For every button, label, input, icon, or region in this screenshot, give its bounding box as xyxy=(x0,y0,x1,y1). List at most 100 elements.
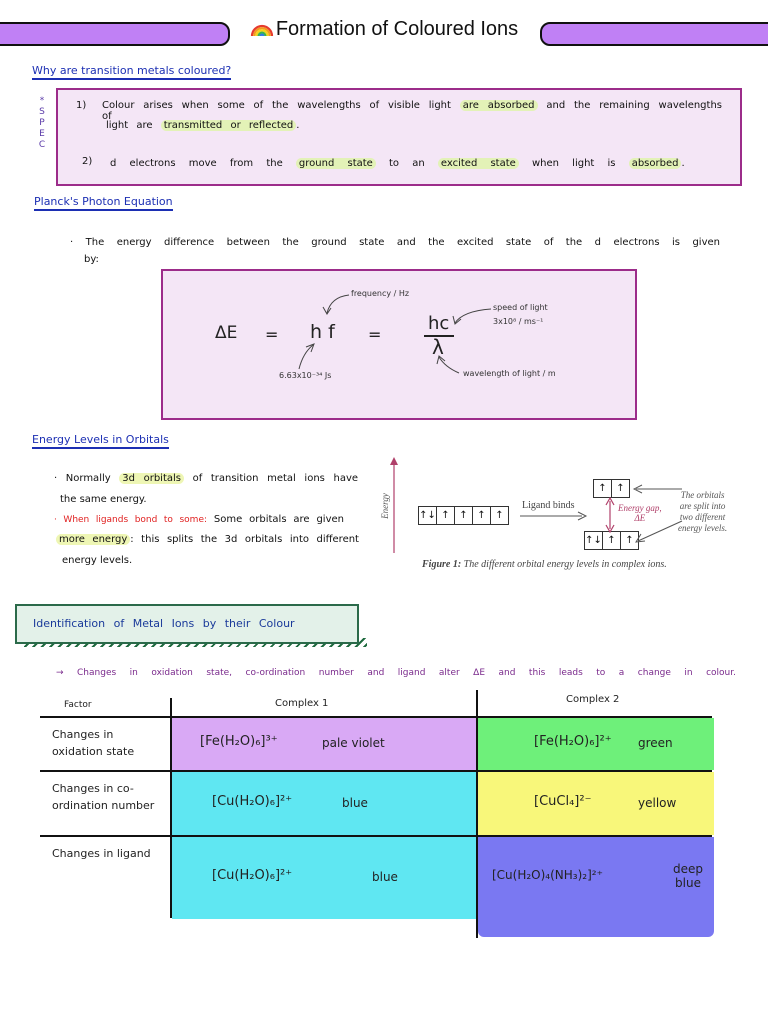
orbital-box: ↑↓ xyxy=(418,506,437,525)
energy-axis-label: Energy xyxy=(379,493,390,519)
orbital-box: ↑ xyxy=(612,479,630,498)
spec-letter: S xyxy=(39,107,45,117)
highlight-absorbed: absorbed xyxy=(628,158,682,169)
figure-caption: Figure 1: The different orbital energy l… xyxy=(422,559,667,570)
table-header-complex-1: Complex 1 xyxy=(275,698,329,709)
levels-bullet-2-line-2: more energy: this splits the 3d orbitals… xyxy=(56,534,359,545)
table-factor-cell: Changes in oxidation state xyxy=(52,728,135,758)
orbital-box: ↑↓ xyxy=(584,531,603,550)
table-line xyxy=(40,770,712,772)
levels-b2-text-c: : this splits the 3d orbitals into diffe… xyxy=(130,534,359,545)
rainbow-icon xyxy=(250,24,273,36)
planck-equation-box: ΔE = h f = hc λ frequency / Hz 6.63x10⁻³… xyxy=(161,269,637,420)
table-line xyxy=(40,716,712,718)
table-complex-2-cell: [Cu(H₂O)₄(NH₃)₂]²⁺deep blue xyxy=(478,837,714,937)
energy-gap-text: Energy gap, xyxy=(618,503,662,513)
eq-fraction-line xyxy=(424,335,454,337)
ligand-binds-arrow xyxy=(520,511,588,521)
levels-b1-text-a: · Normally xyxy=(54,473,120,484)
complex-1-colour: blue xyxy=(342,795,368,810)
eq-equals-1: = xyxy=(265,325,279,344)
energy-axis-arrow xyxy=(390,457,398,553)
degenerate-orbitals: ↑↓ ↑ ↑ ↑ ↑ xyxy=(418,506,509,525)
highlight-transmitted-reflected: transmitted or reflected xyxy=(160,120,297,131)
table-factor-cell: Changes in co-ordination number xyxy=(52,782,155,812)
page-title: Formation of Coloured Ions xyxy=(0,18,768,41)
point-1-text-d: light are xyxy=(106,120,161,131)
complex-1-formula: [Cu(H₂O)₆]²⁺ xyxy=(212,793,293,809)
complex-1-colour: pale violet xyxy=(322,736,385,750)
levels-b2-red-text: · When ligands bond to some: xyxy=(54,515,208,525)
table-complex-2-cell: [CuCl₄]²⁻ yellow xyxy=(478,772,714,835)
ligand-binds-label: Ligand binds xyxy=(522,500,575,511)
complex-2-formula: [Fe(H₂O)₆]²⁺ xyxy=(534,734,612,749)
table-line xyxy=(170,698,172,918)
complex-1-formula: [Fe(H₂O)₆]³⁺ xyxy=(200,734,278,749)
point-2-number: 2) xyxy=(82,156,93,167)
upper-orbitals: ↑ ↑ xyxy=(593,479,630,498)
heading-energy-levels: Energy Levels in Orbitals xyxy=(32,433,169,449)
heading-planck: Planck's Photon Equation xyxy=(34,195,173,211)
energy-gap-arrow xyxy=(605,497,615,533)
annotation-arrows xyxy=(298,294,492,374)
figure-caption-label: Figure 1: xyxy=(422,559,462,570)
highlight-are-absorbed: are absorbed xyxy=(459,100,538,111)
note-frequency: frequency / Hz xyxy=(351,289,410,298)
highlight-ground-state: ground state xyxy=(295,158,376,169)
orbital-box: ↑ xyxy=(491,506,509,525)
table-line xyxy=(40,835,712,837)
heading-why-coloured: Why are transition metals coloured? xyxy=(32,64,232,80)
point-1-line-1: Colour arises when some of the wavelengt… xyxy=(102,100,722,122)
highlight-excited-state: excited state xyxy=(437,158,519,169)
table-header-complex-2: Complex 2 xyxy=(566,694,620,705)
table-line xyxy=(476,690,478,938)
point-1-text-f: . xyxy=(296,120,300,131)
complex-2-colour: green xyxy=(638,736,673,750)
spec-letter: E xyxy=(39,129,45,139)
point-1-text-c: and the remaining wavelengths of xyxy=(102,100,722,122)
header-bar-left xyxy=(0,22,230,46)
point-1-text-a: Colour arises when some of the wavelengt… xyxy=(102,100,460,111)
identification-intro: → Changes in oxidation state, co-ordinat… xyxy=(56,668,736,678)
split-note-line: two different xyxy=(679,512,726,522)
eq-hc: hc xyxy=(428,313,450,334)
complex-2-formula: [CuCl₄]²⁻ xyxy=(534,793,592,809)
highlight-3d-orbitals: 3d orbitals xyxy=(119,473,184,484)
figure-caption-text: The different orbital energy levels in c… xyxy=(461,559,667,570)
eq-hf: h f xyxy=(310,321,335,343)
identification-heading: Identification of Metal Ions by their Co… xyxy=(33,617,295,630)
complex-1-formula: [Cu(H₂O)₆]²⁺ xyxy=(212,868,293,883)
eq-lambda: λ xyxy=(432,335,444,359)
spec-letter: C xyxy=(38,140,46,150)
note-wavelength: wavelength of light / m xyxy=(463,369,556,378)
split-note-line: are split into xyxy=(679,501,726,511)
levels-bullet-2-line-3: energy levels. xyxy=(62,555,133,566)
eq-equals-2: = xyxy=(368,325,382,344)
orbital-figure: Energy ↑↓ ↑ ↑ ↑ ↑ Ligand binds ↑ ↑ ↑↓ ↑ … xyxy=(374,455,754,575)
note-speed-of-light: speed of light xyxy=(493,303,548,312)
point-2-text-c: to an xyxy=(375,158,438,169)
orbital-box: ↑ xyxy=(437,506,455,525)
eq-delta-e: ΔE xyxy=(215,323,238,343)
point-1-line-2: light are transmitted or reflected. xyxy=(106,120,299,131)
why-coloured-box: 1) Colour arises when some of the wavele… xyxy=(56,88,742,186)
complex-2-colour: yellow xyxy=(638,795,677,810)
note-planck-constant: 6.63x10⁻³⁴ Js xyxy=(279,371,332,380)
highlight-more-energy: more energy xyxy=(56,534,131,545)
note-speed-value: 3x10⁸ / ms⁻¹ xyxy=(493,317,544,326)
split-note-line: energy levels. xyxy=(678,523,728,533)
orbital-box: ↑ xyxy=(593,479,612,498)
point-2-line: d electrons move from the ground state t… xyxy=(110,158,685,169)
table-header-factor: Factor xyxy=(64,700,92,710)
point-1-number: 1) xyxy=(76,100,87,111)
energy-gap-label: Energy gap, ΔE xyxy=(618,503,662,523)
table-complex-2-cell: [Fe(H₂O)₆]²⁺ green xyxy=(478,718,714,770)
page-title-text: Formation of Coloured Ions xyxy=(275,18,519,40)
levels-bullet-1-cont: the same energy. xyxy=(60,494,147,505)
table-complex-1-cell: [Cu(H₂O)₆]²⁺ blue xyxy=(172,772,476,835)
levels-bullet-1: · Normally 3d orbitals of transition met… xyxy=(54,473,358,484)
levels-b2-text-a: Some orbitals are given xyxy=(207,514,344,525)
lower-orbitals: ↑↓ ↑ ↑ xyxy=(584,531,639,550)
complex-2-formula: [Cu(H₂O)₄(NH₃)₂]²⁺ xyxy=(492,868,603,882)
point-2-text-a: d electrons move from the xyxy=(110,158,296,169)
